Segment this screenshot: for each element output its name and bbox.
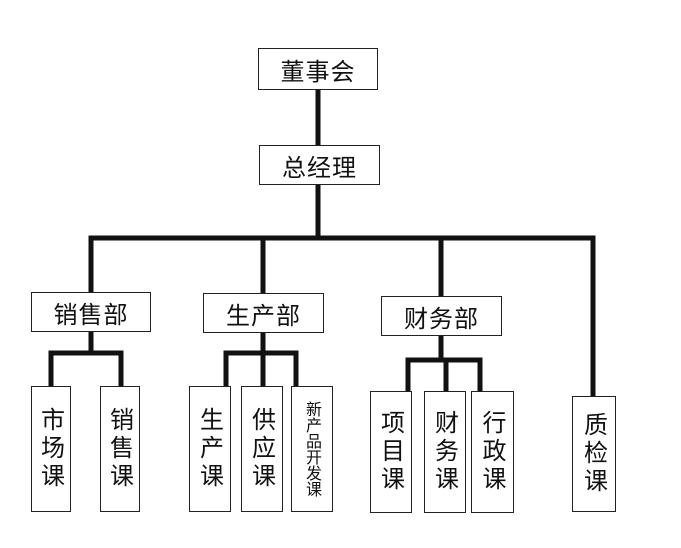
node-admin-section: 行政课 <box>471 391 514 513</box>
node-qc-section-label: 质检课 <box>579 412 608 496</box>
node-production-section: 生产课 <box>189 386 231 512</box>
node-finance-dept: 财务部 <box>381 296 502 336</box>
node-finance-section: 财务课 <box>424 391 466 513</box>
node-general-manager: 总经理 <box>259 145 380 185</box>
node-new-product-section-label: 新产品开发课 <box>303 401 322 497</box>
node-sales-dept-label: 销售部 <box>53 300 129 329</box>
node-board: 董事会 <box>258 48 378 90</box>
node-market-section: 市场课 <box>31 386 71 512</box>
node-finance-section-label: 财务课 <box>430 410 459 494</box>
node-new-product-section: 新产品开发课 <box>291 386 333 512</box>
node-supply-section-label: 供应课 <box>247 407 276 491</box>
node-market-section-label: 市场课 <box>36 407 65 491</box>
node-sales-section-label: 销售课 <box>105 407 134 491</box>
node-supply-section: 供应课 <box>241 386 283 512</box>
node-sales-dept: 销售部 <box>31 292 151 332</box>
node-finance-dept-label: 财务部 <box>404 304 479 333</box>
node-project-section-label: 项目课 <box>376 410 405 494</box>
node-production-dept-label: 生产部 <box>226 301 301 330</box>
node-sales-section: 销售课 <box>100 386 140 512</box>
node-board-label: 董事会 <box>280 57 356 86</box>
node-production-section-label: 生产课 <box>195 407 224 491</box>
node-qc-section: 质检课 <box>572 396 616 512</box>
node-admin-section-label: 行政课 <box>478 410 506 494</box>
node-production-dept: 生产部 <box>203 293 324 333</box>
node-general-manager-label: 总经理 <box>282 153 357 182</box>
node-project-section: 项目课 <box>370 391 412 513</box>
